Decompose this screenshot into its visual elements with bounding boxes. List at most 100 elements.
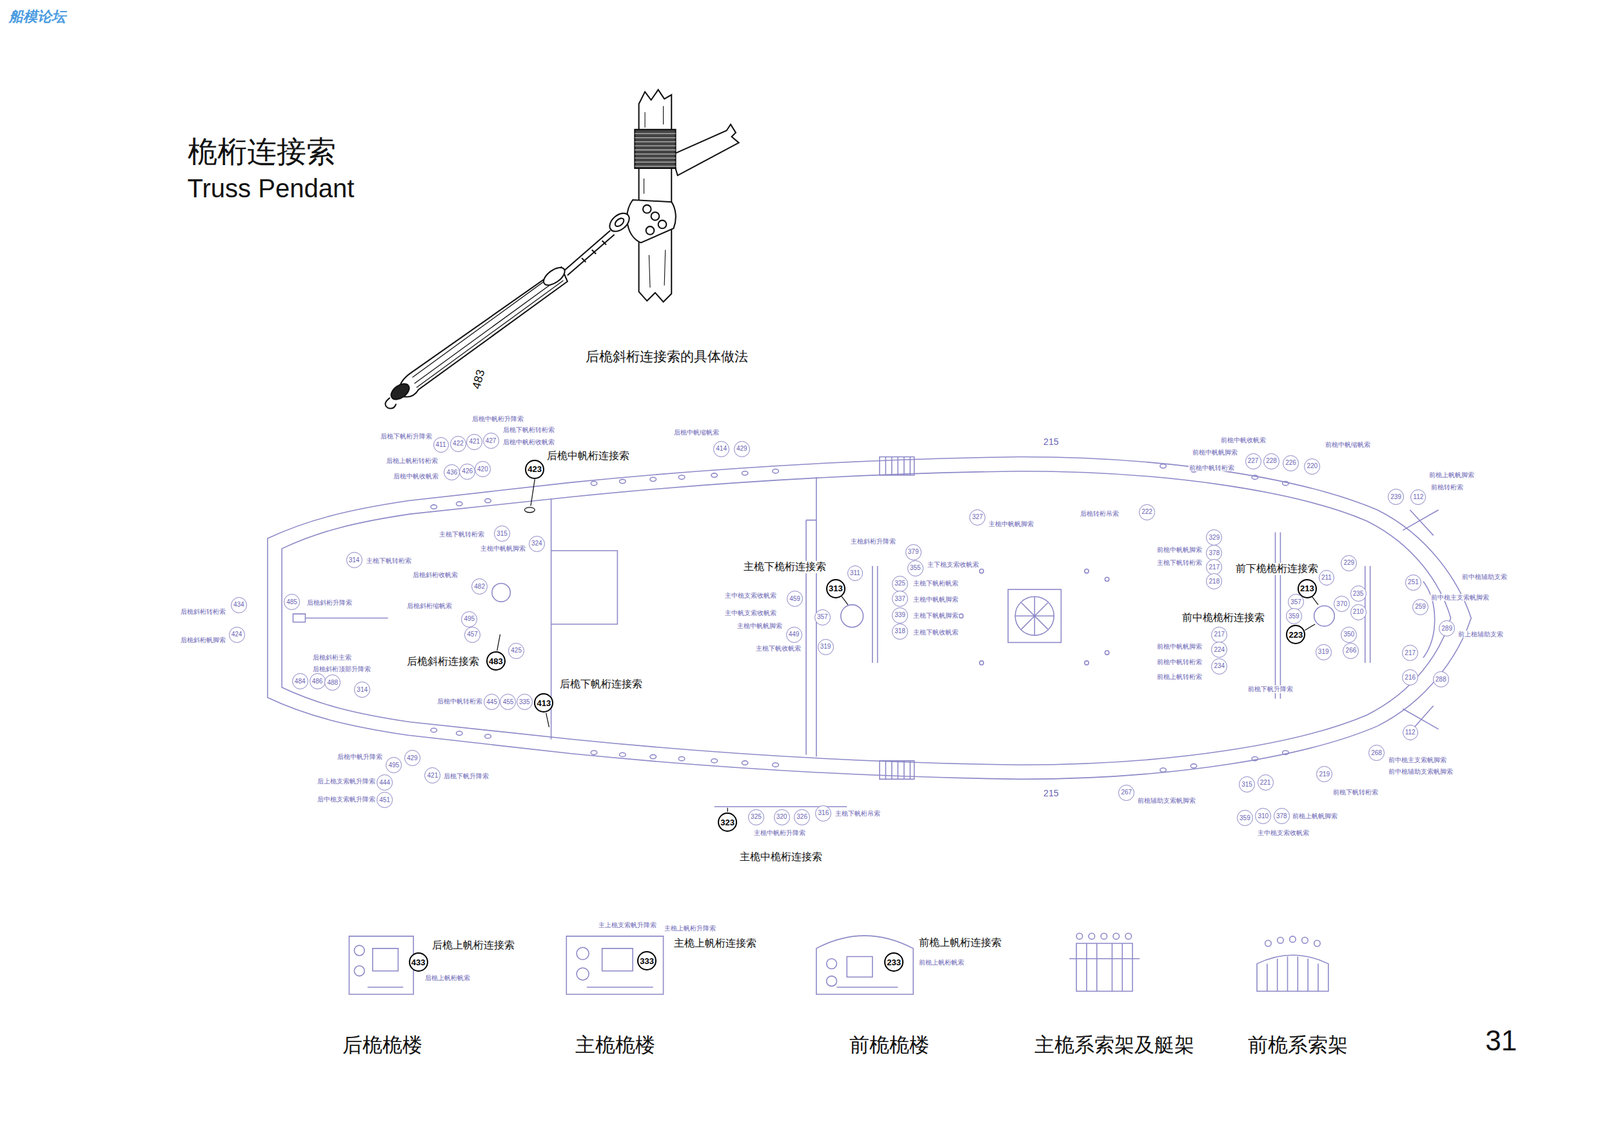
callout-number: 429 (736, 445, 748, 453)
callout-circle: 315 (493, 525, 511, 542)
callout-number: 324 (531, 540, 543, 547)
parrel-bead (651, 212, 660, 221)
callout-number: 427 (485, 437, 497, 445)
callout-circle: 357 (1287, 593, 1304, 611)
callout-circle: 310 (1254, 808, 1272, 825)
rope-label: 后桅斜桁顶部升降索 (312, 665, 372, 674)
rope-label: 后桅斜桁收帆索 (412, 571, 459, 580)
callout-number: 337 (894, 595, 906, 603)
rope-label: 主中桅支索收帆索 (1256, 829, 1310, 838)
rope-label: 前上桅辅助支索 (1457, 630, 1504, 639)
callout-circle: 449 (786, 626, 803, 643)
callout-circle: 314 (346, 552, 363, 569)
callout-number: 318 (894, 628, 906, 635)
rope-label: 前桅中帆转桁索 (1188, 464, 1235, 473)
callout-circle: 320 (773, 809, 791, 826)
callout-circle: 326 (793, 809, 810, 826)
callout-number: 484 (294, 678, 306, 685)
rope-label: 后桅下帆升降索 (443, 772, 490, 781)
callout-number: 482 (474, 583, 485, 591)
tackle-sleeve (399, 266, 568, 397)
bow-fittings (1402, 510, 1439, 733)
callout-number: 451 (379, 797, 391, 804)
callout-circle: 112 (1410, 489, 1426, 505)
gun-ports (430, 464, 1289, 773)
callout-number: 486 (312, 678, 324, 685)
callout-circle: 313 (826, 579, 846, 599)
pendant-rope (563, 230, 615, 276)
callout-circle: 323 (717, 812, 738, 832)
rope-label: 主桅下帆转桁索 (1156, 559, 1203, 567)
rope-label: 后桅斜桁转桁索 (179, 608, 227, 616)
callout-number: 223 (1289, 630, 1304, 640)
callout-number: 323 (720, 818, 735, 827)
rope-label: 后桅中帆桁升降索 (471, 415, 525, 424)
ship-plan (267, 457, 1472, 996)
callout-circle: 495 (461, 611, 478, 628)
rope-label: 后桅中帆缩帆索 (673, 428, 720, 437)
callout-number: 311 (849, 570, 861, 577)
callout-number: 325 (894, 580, 906, 587)
rope-label: 前中桅辅助支索帆脚索 (1387, 768, 1454, 776)
callout-number: 326 (796, 813, 808, 821)
grating-wheel (1015, 596, 1054, 636)
callout-label: 后桅中帆桁连接索 (546, 450, 631, 462)
callout-circle: 335 (516, 693, 533, 711)
callout-number: 455 (503, 699, 514, 706)
callout-circle: 239 (1387, 488, 1404, 505)
rope-label: 后桅中帆转桁索 (436, 697, 484, 706)
callout-circle: 350 (1340, 626, 1357, 643)
callout-circle: 325 (748, 809, 765, 826)
callout-number: 314 (356, 686, 368, 694)
callout-number: 414 (715, 445, 727, 453)
callout-number: 325 (750, 813, 762, 821)
callout-number: 233 (886, 958, 901, 967)
callout-number: 315 (496, 530, 508, 538)
sheave (613, 216, 625, 228)
rope-label: 后桅下帆桁升降索 (379, 432, 433, 441)
callout-circle: 457 (464, 626, 481, 643)
callout-label: 主桅中桅桁连接索 (739, 851, 823, 863)
rope-label: 前桅上帆桁帆索 (918, 958, 965, 967)
callout-number: 213 (1300, 584, 1315, 593)
callout-number: 329 (1209, 534, 1221, 542)
callout-number: 211 (1321, 574, 1332, 582)
leader-lines (497, 479, 1319, 812)
callout-number: 411 (435, 441, 447, 449)
callout-number: 217 (1404, 650, 1416, 657)
rope-label: 前桅辅助支索帆脚索 (1136, 797, 1197, 805)
tackle-falls (412, 273, 563, 388)
callout-number: 314 (348, 557, 360, 564)
callout-number: 219 (1318, 771, 1330, 778)
callout-circle: 211 (1318, 570, 1335, 586)
callout-number: 425 (510, 647, 522, 654)
callout-circle: 421 (424, 767, 441, 784)
callout-label: 前桅上帆桁连接索 (918, 937, 1003, 949)
callout-number: 378 (1209, 550, 1221, 557)
rope-label: 前桅上帆帆脚索 (1291, 812, 1339, 821)
callout-circle: 370 (1333, 595, 1350, 613)
callout-label: 前下桅桅桁连接索 (1234, 562, 1319, 575)
callout-number: 457 (466, 631, 478, 638)
rope-label: 前桅中帆转桁索 (1156, 658, 1203, 667)
callout-circle: 216 (1402, 669, 1419, 686)
callout-circle: 217 (1402, 644, 1419, 662)
callout-circle: 359 (1285, 608, 1303, 625)
callout-circle: 288 (1432, 671, 1450, 688)
callout-circle: 327 (969, 509, 986, 526)
callout-circle: 325 (891, 575, 909, 593)
fitting-mark (524, 507, 535, 513)
parrel-bead (658, 220, 667, 229)
callout-number: 215 (1042, 788, 1059, 799)
callout-circle: 422 (450, 435, 467, 453)
callout-number: 485 (286, 599, 298, 606)
callout-circle: 221 (1257, 774, 1274, 791)
title: 桅桁连接索 (187, 134, 336, 169)
lower-block (388, 380, 413, 403)
callout-circle: 379 (905, 544, 922, 561)
rope-label: 后桅中帆桁收帆索 (502, 438, 556, 447)
rope-label: 前桅下帆升降索 (1247, 685, 1294, 694)
callout-number: 221 (1260, 779, 1272, 787)
callout-circle: 337 (891, 590, 909, 607)
callout-circle: 413 (533, 693, 554, 713)
